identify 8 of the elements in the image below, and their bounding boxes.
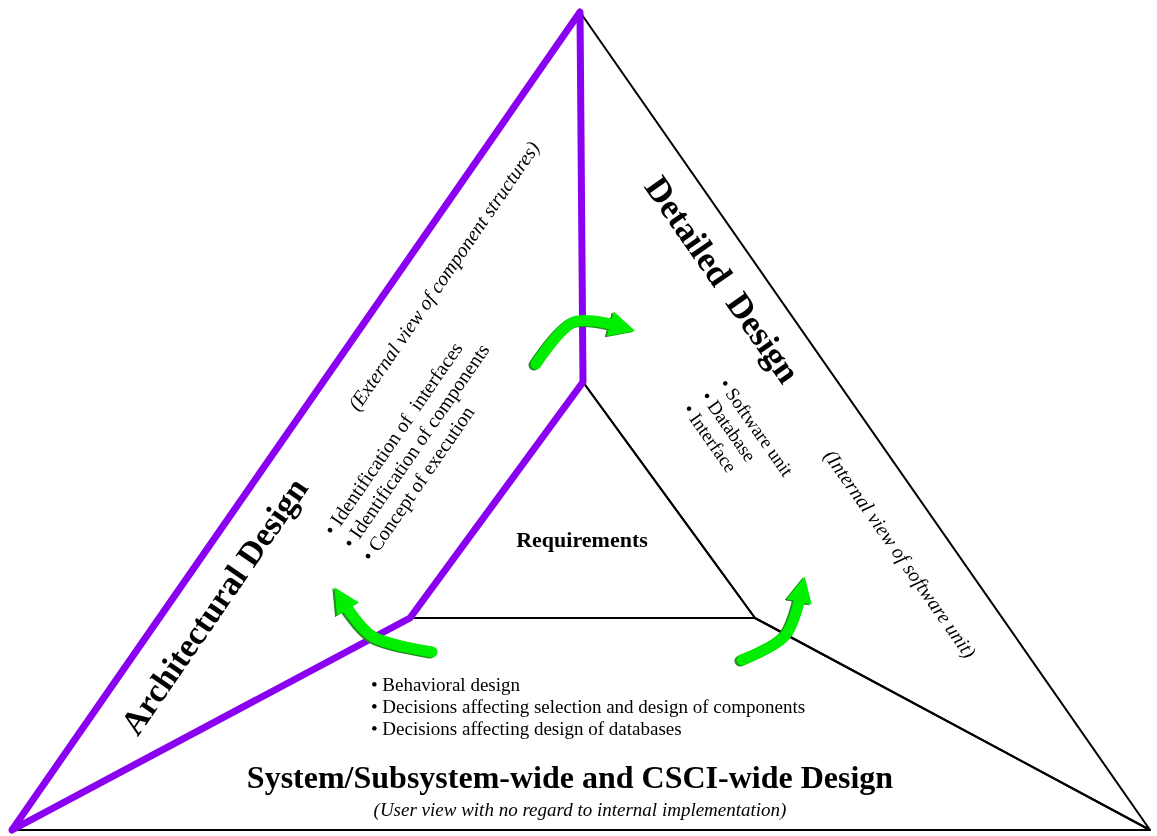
- bullet-item: • Decisions affecting selection and design of components: [370, 696, 806, 718]
- bullet-item: • Behavioral design: [370, 674, 521, 697]
- bullet-item: • Decisions affecting design of databases: [370, 717, 683, 740]
- region-title: System/Subsystem-wide and CSCI-wide Design: [246, 758, 894, 796]
- region-title: Requirements: [516, 527, 648, 553]
- curved-arrow: [736, 576, 812, 666]
- region-subtitle: (User view with no regard to internal implementation): [373, 799, 787, 821]
- curved-arrow: [530, 311, 636, 370]
